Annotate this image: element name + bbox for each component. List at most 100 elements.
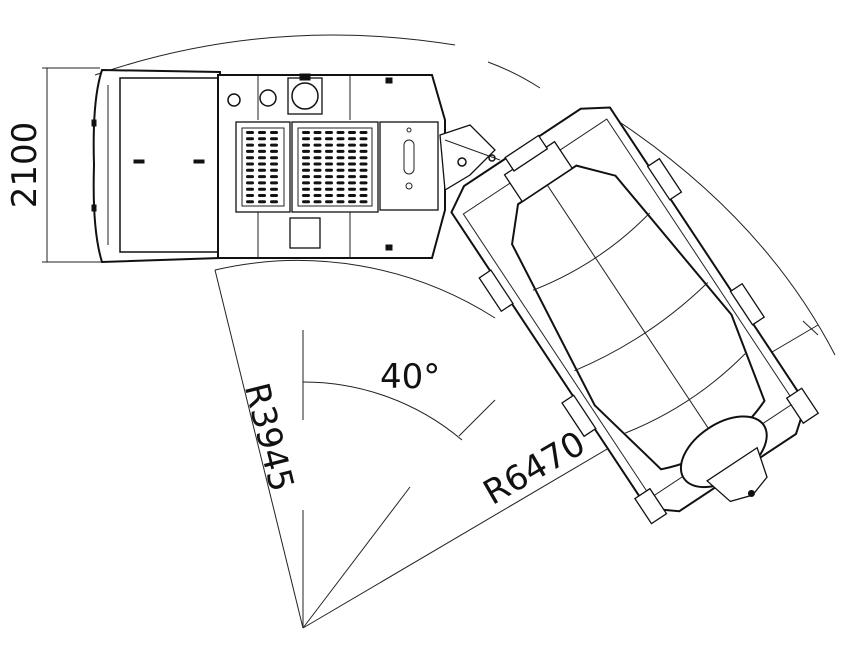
grille-slot	[258, 131, 266, 134]
grille-slot	[336, 187, 345, 191]
grille-slot	[359, 168, 368, 172]
grille-slot	[313, 137, 322, 141]
grille-slots	[246, 131, 368, 204]
grille-slot	[302, 200, 310, 204]
grille-slot	[258, 162, 266, 166]
grille-slot	[325, 149, 333, 153]
grille-slot	[325, 175, 333, 179]
grille-slot	[258, 137, 266, 141]
grille-slot	[313, 149, 322, 153]
grille-slot	[258, 194, 266, 197]
grille-slot	[336, 181, 345, 185]
grille-slot	[336, 131, 345, 134]
grille-slot	[302, 131, 310, 134]
grille-slot	[336, 175, 345, 179]
grille-slot	[258, 168, 266, 172]
grille-slot	[302, 156, 310, 160]
grille-slot	[336, 149, 345, 153]
grille-slot	[302, 194, 310, 197]
grille-slot	[348, 131, 356, 134]
grille-slot	[270, 200, 278, 204]
angle-label: 40°	[380, 357, 440, 397]
grille-slot	[258, 181, 266, 185]
grille-slot	[246, 200, 254, 204]
grille-slot	[359, 181, 368, 185]
grille-slot	[336, 168, 345, 172]
grille-slot	[348, 162, 356, 166]
grille-slot	[325, 156, 333, 160]
grille-slot	[270, 143, 278, 147]
grille-slot	[348, 137, 356, 141]
mixer-unit	[450, 106, 820, 525]
grille-slot	[348, 194, 356, 197]
grille-slot	[270, 149, 278, 153]
grille-slot	[246, 162, 254, 166]
grille-slot	[246, 181, 254, 185]
grille-slot	[302, 168, 310, 172]
grille-slot	[325, 187, 333, 191]
grille-slot	[258, 156, 266, 160]
grille-slot	[348, 143, 356, 147]
grille-slot	[270, 194, 278, 197]
grille-slot	[313, 162, 322, 166]
grille-slot	[348, 149, 356, 153]
grille-slot	[258, 200, 266, 204]
grille-slot	[313, 200, 322, 204]
grille-slot	[359, 162, 368, 166]
grille-slot	[359, 200, 368, 204]
grille-slot	[359, 143, 368, 147]
grille-slot	[258, 187, 266, 191]
grille-slot	[313, 156, 322, 160]
grille-slot	[270, 131, 278, 134]
grille-slot	[246, 156, 254, 160]
grille-slot	[313, 181, 322, 185]
grille-slot	[302, 181, 310, 185]
grille-slot	[325, 181, 333, 185]
grille-slot	[336, 194, 345, 197]
grille-slot	[246, 175, 254, 179]
grille-slot	[302, 143, 310, 147]
grille-slot	[302, 187, 310, 191]
grille-slot	[246, 149, 254, 153]
grille-slot	[258, 143, 266, 147]
grille-slot	[359, 149, 368, 153]
grille-slot	[348, 168, 356, 172]
front-unit	[91, 68, 446, 264]
grille-slot	[270, 187, 278, 191]
grille-slot	[325, 168, 333, 172]
grille-slot	[325, 143, 333, 147]
grille-slot	[246, 143, 254, 147]
grille-slot	[302, 162, 310, 166]
grille-slot	[246, 187, 254, 191]
grille-slot	[336, 200, 345, 204]
grille-slot	[325, 194, 333, 197]
grille-slot	[313, 194, 322, 197]
grille-slot	[270, 162, 278, 166]
grille-slot	[270, 168, 278, 172]
grille-slot	[359, 175, 368, 179]
grille-slot	[359, 187, 368, 191]
grille-slot	[359, 131, 368, 134]
grille-slot	[270, 181, 278, 185]
outer-sweep-arcs	[94, 34, 836, 356]
grille-slot	[325, 162, 333, 166]
width-label: 2100	[5, 122, 45, 209]
grille-slot	[348, 156, 356, 160]
grille-slot	[313, 175, 322, 179]
grille-slot	[258, 149, 266, 153]
grille-slot	[348, 175, 356, 179]
inner-radius-label: R3945	[236, 379, 301, 496]
grille-slot	[325, 200, 333, 204]
grille-slot	[313, 168, 322, 172]
grille-slot	[348, 181, 356, 185]
articulation-joint	[439, 124, 501, 192]
grille-slot	[348, 187, 356, 191]
grille-slot	[302, 149, 310, 153]
grille-slot	[336, 162, 345, 166]
grille-slot	[246, 194, 254, 197]
grille-slot	[270, 156, 278, 160]
grille-slot	[348, 200, 356, 204]
grille-slot	[258, 175, 266, 179]
grille-slot	[359, 156, 368, 160]
